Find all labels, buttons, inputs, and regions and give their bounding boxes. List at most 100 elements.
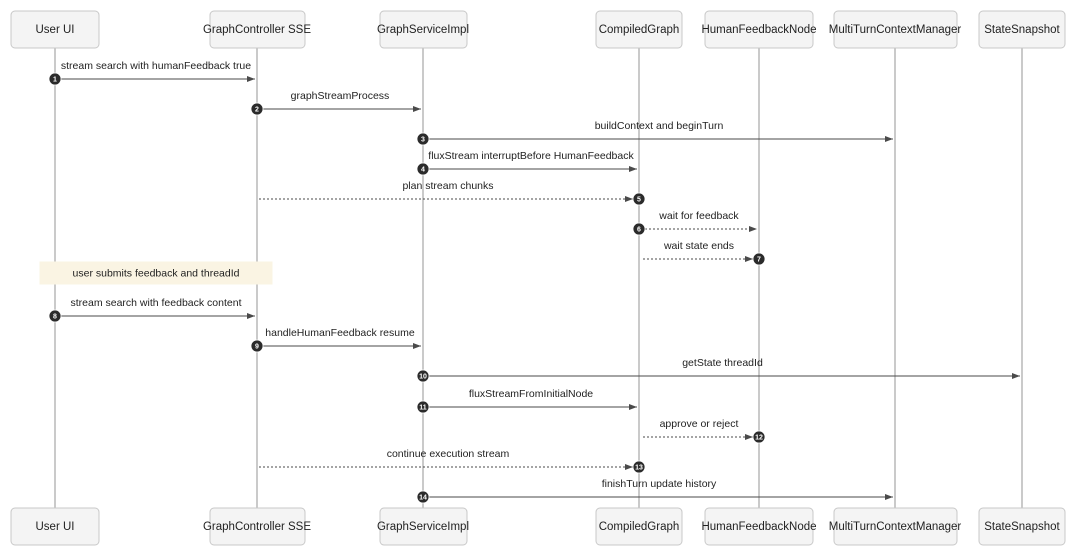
message-label-1: stream search with humanFeedback true xyxy=(61,60,251,72)
note-label: user submits feedback and threadId xyxy=(73,267,240,279)
participant-box-human-feedback-node xyxy=(704,507,814,546)
message-label-8: stream search with feedback content xyxy=(70,297,241,309)
message-badge-number-8: 8 xyxy=(53,313,57,320)
participant-box-human-feedback-node xyxy=(704,10,814,49)
message-9: handleHumanFeedback resume 9 xyxy=(250,327,421,353)
message-label-12: approve or reject xyxy=(660,418,739,430)
message-3: buildContext and beginTurn 3 xyxy=(416,120,893,146)
message-2: graphStreamProcess 2 xyxy=(250,90,421,116)
message-13: continue execution stream 13 xyxy=(259,448,646,474)
participant-box-graph-controller-sse xyxy=(209,10,306,49)
participant-box-multi-turn-context-manager xyxy=(833,10,958,49)
message-badge-circle-10 xyxy=(416,369,430,383)
message-label-4: fluxStream interruptBefore HumanFeedback xyxy=(428,150,634,162)
lifelines-group xyxy=(54,48,1023,508)
message-badge-number-2: 2 xyxy=(255,106,259,113)
participant-header-compiled-graph: CompiledGraph xyxy=(595,10,683,49)
message-badge-number-3: 3 xyxy=(421,136,425,143)
message-badge-number-14: 14 xyxy=(419,494,427,501)
participant-label-multi-turn-context-manager: MultiTurnContextManager xyxy=(829,521,962,533)
messages-group: stream search with humanFeedback true 1 gr… xyxy=(48,60,1020,504)
participant-header-state-snapshot: StateSnapshot xyxy=(978,10,1066,49)
participant-header-human-feedback-node: HumanFeedbackNode xyxy=(701,10,817,49)
message-badge-number-4: 4 xyxy=(421,166,425,173)
participant-footer-human-feedback-node: HumanFeedbackNode xyxy=(701,507,817,546)
message-badge-circle-14 xyxy=(416,490,430,504)
message-label-7: wait state ends xyxy=(663,240,734,252)
participant-label-graph-controller-sse: GraphController SSE xyxy=(203,24,311,36)
participant-label-compiled-graph: CompiledGraph xyxy=(599,24,680,36)
message-8: stream search with feedback content 8 xyxy=(48,297,255,323)
participant-box-graph-controller-sse xyxy=(209,507,306,546)
participant-footer-compiled-graph: CompiledGraph xyxy=(595,507,683,546)
participant-footer-multi-turn-context-manager: MultiTurnContextManager xyxy=(829,507,962,546)
participant-label-graph-service-impl: GraphServiceImpl xyxy=(377,521,469,533)
participant-box-multi-turn-context-manager xyxy=(833,507,958,546)
participant-box-state-snapshot xyxy=(978,10,1066,49)
message-label-9: handleHumanFeedback resume xyxy=(265,327,415,339)
participant-label-human-feedback-node: HumanFeedbackNode xyxy=(701,521,816,533)
participant-footer-state-snapshot: StateSnapshot xyxy=(978,507,1066,546)
participant-label-graph-service-impl: GraphServiceImpl xyxy=(377,24,469,36)
participant-footer-graph-controller-sse: GraphController SSE xyxy=(203,507,311,546)
participant-label-state-snapshot: StateSnapshot xyxy=(984,24,1060,36)
participant-box-compiled-graph xyxy=(595,507,683,546)
message-badge-circle-4 xyxy=(416,162,430,176)
message-badge-circle-1 xyxy=(48,72,62,86)
message-badge-number-12: 12 xyxy=(755,434,763,441)
message-badge-circle-8 xyxy=(48,309,62,323)
message-12: approve or reject 12 xyxy=(641,418,766,444)
participant-label-compiled-graph: CompiledGraph xyxy=(599,521,680,533)
participant-label-multi-turn-context-manager: MultiTurnContextManager xyxy=(829,24,962,36)
message-badge-circle-2 xyxy=(250,102,264,116)
message-badge-number-5: 5 xyxy=(637,196,641,203)
message-7: wait state ends 7 xyxy=(641,240,766,266)
message-6: wait for feedback 6 xyxy=(632,210,757,236)
message-badge-number-9: 9 xyxy=(255,343,259,350)
participant-header-graph-controller-sse: GraphController SSE xyxy=(203,10,311,49)
message-badge-circle-12 xyxy=(752,430,766,444)
participant-footer-user-ui: User UI xyxy=(10,507,100,546)
participant-footer-boxes: User UI GraphController SSE GraphServiceIm… xyxy=(10,507,1066,546)
participant-box-user-ui xyxy=(10,10,100,49)
message-label-6: wait for feedback xyxy=(658,210,739,222)
participant-header-user-ui: User UI xyxy=(10,10,100,49)
participant-label-user-ui: User UI xyxy=(36,521,75,533)
message-11: fluxStreamFromInitialNode 11 xyxy=(416,388,637,414)
message-badge-number-7: 7 xyxy=(757,256,761,263)
participant-header-graph-service-impl: GraphServiceImpl xyxy=(377,10,469,49)
message-label-13: continue execution stream xyxy=(387,448,510,460)
participant-label-graph-controller-sse: GraphController SSE xyxy=(203,521,311,533)
message-badge-circle-6 xyxy=(632,222,646,236)
message-5: plan stream chunks 5 xyxy=(259,180,646,206)
participant-box-compiled-graph xyxy=(595,10,683,49)
message-label-3: buildContext and beginTurn xyxy=(595,120,724,132)
participant-box-state-snapshot xyxy=(978,507,1066,546)
participant-header-boxes: User UI GraphController SSE GraphServiceIm… xyxy=(10,10,1066,49)
message-label-5: plan stream chunks xyxy=(402,180,493,192)
message-badge-number-13: 13 xyxy=(635,464,643,471)
message-badge-number-10: 10 xyxy=(419,373,427,380)
message-badge-circle-9 xyxy=(250,339,264,353)
message-badge-circle-5 xyxy=(632,192,646,206)
message-badge-circle-11 xyxy=(416,400,430,414)
participant-label-state-snapshot: StateSnapshot xyxy=(984,521,1060,533)
note-box xyxy=(39,261,273,285)
message-label-10: getState threadId xyxy=(682,357,763,369)
notes-group: user submits feedback and threadId xyxy=(39,261,273,285)
message-badge-number-11: 11 xyxy=(419,404,427,411)
participant-box-graph-service-impl xyxy=(379,10,468,49)
message-label-11: fluxStreamFromInitialNode xyxy=(469,388,593,400)
participant-box-graph-service-impl xyxy=(379,507,468,546)
message-label-2: graphStreamProcess xyxy=(291,90,390,102)
message-badge-circle-13 xyxy=(632,460,646,474)
participant-label-human-feedback-node: HumanFeedbackNode xyxy=(701,24,816,36)
participant-header-multi-turn-context-manager: MultiTurnContextManager xyxy=(829,10,962,49)
message-badge-number-6: 6 xyxy=(637,226,641,233)
participant-box-user-ui xyxy=(10,507,100,546)
message-badge-number-1: 1 xyxy=(53,76,57,83)
note-note-user-feedback: user submits feedback and threadId xyxy=(39,261,273,285)
